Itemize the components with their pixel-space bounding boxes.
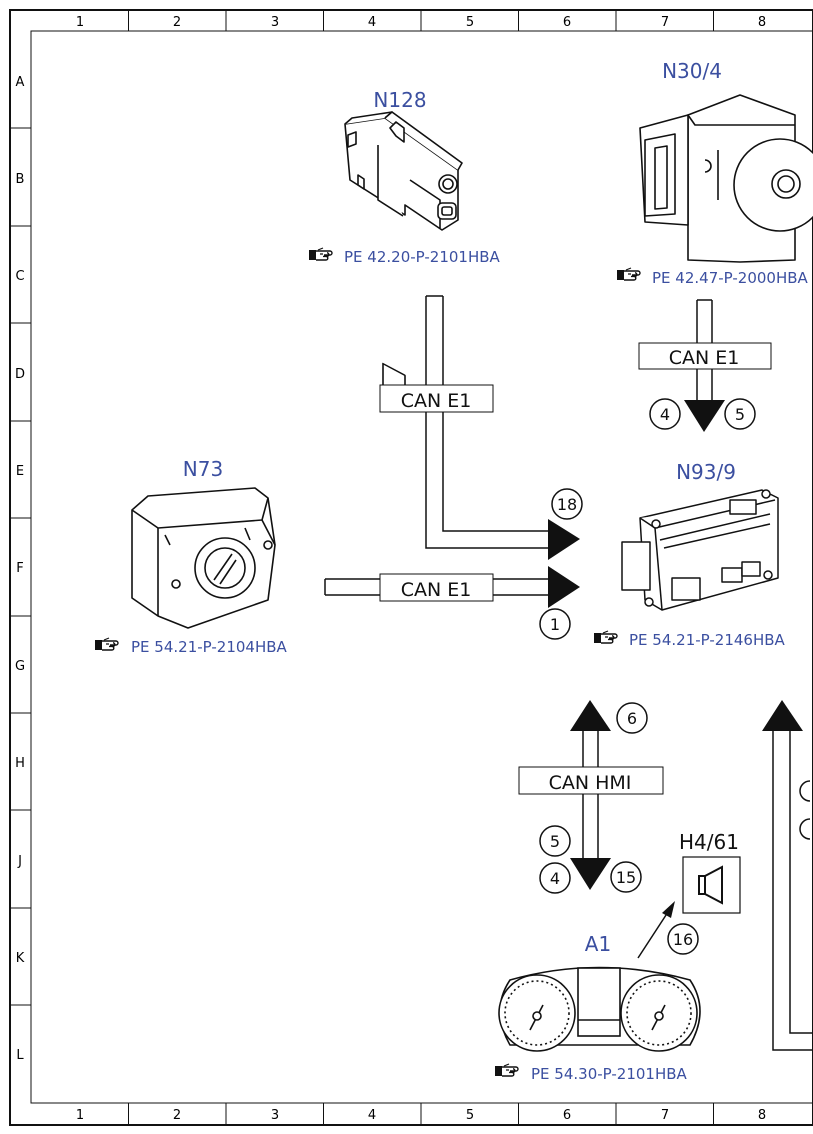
- row-label: L: [16, 1048, 24, 1063]
- signal-number-4: 4: [550, 869, 560, 888]
- signal-number-6: 6: [627, 709, 637, 728]
- module-drawing-n73: [131, 487, 276, 629]
- component-h4-61[interactable]: H4/61: [679, 830, 741, 914]
- arrow-to-n93-9-upper: [548, 519, 580, 560]
- column-label-bottom: 3: [271, 1108, 279, 1123]
- speaker-box: [682, 856, 741, 914]
- signal-circles: [539, 398, 756, 955]
- arrow-up-right-conduit: [762, 700, 803, 731]
- column-label-bottom: 4: [368, 1108, 376, 1123]
- row-label: E: [16, 464, 24, 479]
- row-label: A: [16, 75, 25, 90]
- reference-n30-4[interactable]: PE 42.47-P-2000HBA: [652, 269, 809, 287]
- column-label-top: 1: [76, 15, 84, 30]
- bus-label-can-e1-horizontal: CAN E1: [401, 579, 472, 601]
- component-label-n93-9: N93/9: [676, 460, 736, 484]
- right-conduit-line: [772, 730, 813, 1051]
- bus-label-box: [379, 573, 494, 602]
- component-n30-4[interactable]: N30/4 PE 42.47-P-2000HBA: [616, 59, 813, 287]
- arrow-line-a1-to-h4-61: [637, 911, 669, 959]
- arrow-to-n93-9-lower: [548, 566, 580, 608]
- reference-a1[interactable]: PE 54.30-P-2101HBA: [531, 1065, 688, 1083]
- component-n73[interactable]: N73 PE 54.21-P-2104HBA: [94, 457, 288, 656]
- component-n93-9[interactable]: N93/9 PE 54.21-P-2146HBA: [593, 460, 786, 649]
- column-label-top: 2: [173, 15, 181, 30]
- signal-number-5: 5: [735, 405, 745, 424]
- bus-label-box: [638, 342, 772, 370]
- grid-rows: A B C D E F G H J K L: [10, 75, 31, 1063]
- column-label-bottom: 2: [173, 1108, 181, 1123]
- column-label-bottom: 5: [466, 1108, 474, 1123]
- column-label-bottom: 7: [661, 1108, 669, 1123]
- component-n128[interactable]: N128 PE 42.20-P-2101HBA: [308, 88, 501, 407]
- can-hmi-line: [582, 728, 599, 862]
- signal-number-4: 4: [660, 405, 670, 424]
- pointing-hand-icon: [494, 1063, 519, 1077]
- row-label: C: [15, 269, 24, 284]
- column-label-bottom: 1: [76, 1108, 84, 1123]
- arrow-down-can-hmi: [570, 858, 611, 890]
- reference-n128[interactable]: PE 42.20-P-2101HBA: [344, 248, 501, 266]
- bus-label-can-e1-top-right: CAN E1: [669, 347, 740, 369]
- instrument-cluster-drawing: [498, 966, 701, 1052]
- partial-signal-circle: [799, 780, 811, 840]
- module-drawing-n30-4: [639, 94, 813, 263]
- signal-number-1: 1: [550, 615, 560, 634]
- bus-label-can-hmi: CAN HMI: [549, 772, 632, 794]
- column-label-top: 5: [466, 15, 474, 30]
- arrow-up-can-hmi: [570, 700, 611, 731]
- pointing-hand-icon: [308, 247, 333, 261]
- column-label-top: 7: [661, 15, 669, 30]
- column-label-top: 6: [563, 15, 571, 30]
- bus-label-box: [518, 766, 664, 795]
- frame: [9, 9, 813, 1126]
- reference-n73[interactable]: PE 54.21-P-2104HBA: [131, 638, 288, 656]
- column-label-top: 8: [758, 15, 766, 30]
- pointing-hand-icon: [94, 637, 119, 651]
- row-label: J: [17, 854, 22, 869]
- column-label-top: 3: [271, 15, 279, 30]
- bus-label-can-e1-vertical: CAN E1: [401, 390, 472, 412]
- signal-number-18: 18: [557, 495, 577, 514]
- component-label-h4-61: H4/61: [679, 830, 739, 854]
- component-label-a1: A1: [585, 932, 611, 956]
- signal-number-5: 5: [550, 832, 560, 851]
- can-e1-line-n128: [425, 295, 550, 549]
- row-label: F: [16, 561, 23, 576]
- arrow-down-to-n93-9: [684, 400, 725, 432]
- speaker-icon: [698, 865, 723, 905]
- component-label-n30-4: N30/4: [662, 59, 722, 83]
- bus-label-box: [379, 384, 494, 413]
- signal-number-16: 16: [673, 930, 693, 949]
- pointing-hand-icon: [593, 630, 618, 644]
- pointing-hand-icon: [616, 267, 641, 281]
- grid-columns: 1 2 3 4 5 6 7 8 1 2 3 4 5 6 7 8: [76, 10, 766, 1125]
- component-label-n73: N73: [183, 457, 223, 481]
- column-label-top: 4: [368, 15, 376, 30]
- column-label-bottom: 6: [563, 1108, 571, 1123]
- row-label: G: [15, 659, 25, 674]
- row-label: D: [15, 367, 25, 382]
- row-label: K: [16, 951, 25, 966]
- row-label: H: [15, 756, 25, 771]
- component-a1[interactable]: A1 PE 54.30-P-2101HBA: [494, 932, 701, 1083]
- module-drawing-n93-9: [621, 489, 779, 611]
- column-label-bottom: 8: [758, 1108, 766, 1123]
- reference-n93-9[interactable]: PE 54.21-P-2146HBA: [629, 631, 786, 649]
- signal-number-15: 15: [616, 868, 636, 887]
- arrow-head-a1-to-h4-61: [662, 901, 675, 918]
- row-label: B: [16, 172, 25, 187]
- component-label-n128: N128: [373, 88, 426, 112]
